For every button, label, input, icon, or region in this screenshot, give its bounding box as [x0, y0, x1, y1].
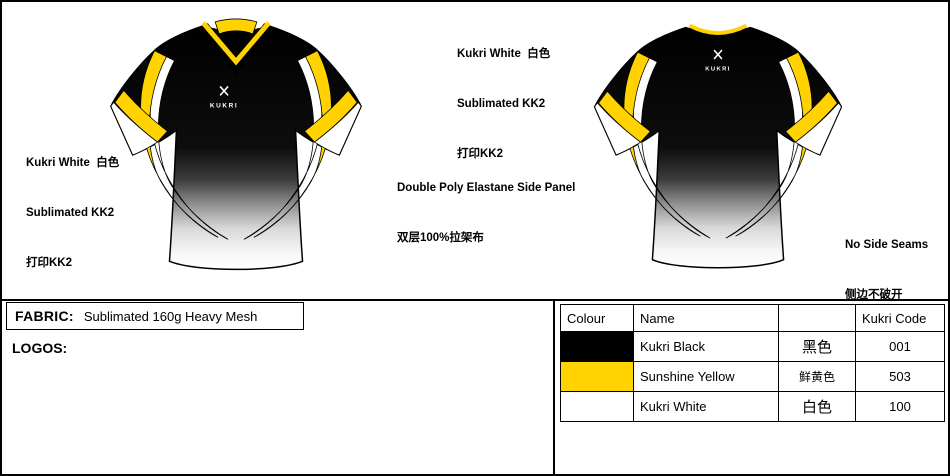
logos-label: LOGOS: — [12, 340, 68, 356]
colour-table: Colour Name Kukri Code Kukri Black 黑色 00… — [560, 304, 945, 422]
jersey-back-illustration: KUKRI — [593, 23, 843, 269]
colour-swatch-black — [560, 331, 634, 362]
kukri-logo-back-text: KUKRI — [705, 67, 730, 73]
front-collar — [200, 18, 272, 75]
table-header-name: Name — [633, 304, 779, 332]
front-design-panels — [110, 50, 362, 240]
colour-swatch-yellow — [560, 361, 634, 392]
fabric-value: Sublimated 160g Heavy Mesh — [83, 308, 258, 324]
colour-name: Kukri Black — [633, 331, 779, 362]
section-divider — [2, 299, 948, 301]
table-header-row: Colour Name Kukri Code — [560, 304, 945, 332]
colour-name-chinese: 黑色 — [778, 331, 856, 362]
annotation-line: Kukri White 白色 — [26, 157, 120, 170]
colour-name: Sunshine Yellow — [633, 361, 779, 392]
annotation-side-sublimation: Kukri White 白色 Sublimated KK2 打印KK2 — [26, 122, 119, 305]
fabric-label: FABRIC: — [15, 308, 74, 324]
table-header-chinese — [778, 304, 856, 332]
table-header-kukri-code: Kukri Code — [855, 304, 945, 332]
annotation-line: 侧边不破开 — [845, 289, 903, 302]
back-collar — [687, 23, 749, 40]
colour-swatch-white — [560, 391, 634, 422]
annotation-collar-sublimation: Kukri White 白色 Sublimated KK2 打印KK2 — [457, 13, 550, 196]
kukri-code: 100 — [855, 391, 945, 422]
annotation-line: No Side Seams — [845, 239, 929, 252]
annotation-line: Kukri White 白色 — [457, 48, 551, 61]
colour-name: Kukri White — [633, 391, 779, 422]
kukri-code: 001 — [855, 331, 945, 362]
table-row-white: Kukri White 白色 100 — [560, 391, 945, 422]
table-header-colour: Colour — [560, 304, 634, 332]
table-row-black: Kukri Black 黑色 001 — [560, 331, 945, 362]
annotation-line: Sublimated KK2 — [26, 207, 115, 220]
annotation-line: Sublimated KK2 — [457, 98, 546, 111]
jersey-front-illustration: KUKRI — [110, 18, 362, 271]
colour-name-chinese: 白色 — [778, 391, 856, 422]
table-row-yellow: Sunshine Yellow 鲜黄色 503 — [560, 361, 945, 392]
annotation-no-side-seams: No Side Seams 侧边不破开 — [845, 204, 928, 337]
back-design-panels — [594, 51, 842, 239]
table-section-divider — [553, 299, 555, 474]
annotation-line: 打印KK2 — [457, 148, 504, 161]
colour-name-chinese: 鲜黄色 — [778, 361, 856, 392]
annotation-line: 双层100%拉架布 — [397, 232, 484, 245]
annotation-line: Double Poly Elastane Side Panel — [397, 182, 576, 195]
annotation-side-panel: Double Poly Elastane Side Panel 双层100%拉架… — [397, 147, 575, 280]
kukri-logo-front-icon: KUKRI — [210, 85, 238, 109]
kukri-logo-front-text: KUKRI — [210, 102, 238, 109]
kukri-logo-back-icon: KUKRI — [705, 49, 730, 73]
fabric-box: FABRIC: Sublimated 160g Heavy Mesh — [6, 302, 304, 330]
annotation-line: 打印KK2 — [26, 257, 73, 270]
kukri-code: 503 — [855, 361, 945, 392]
